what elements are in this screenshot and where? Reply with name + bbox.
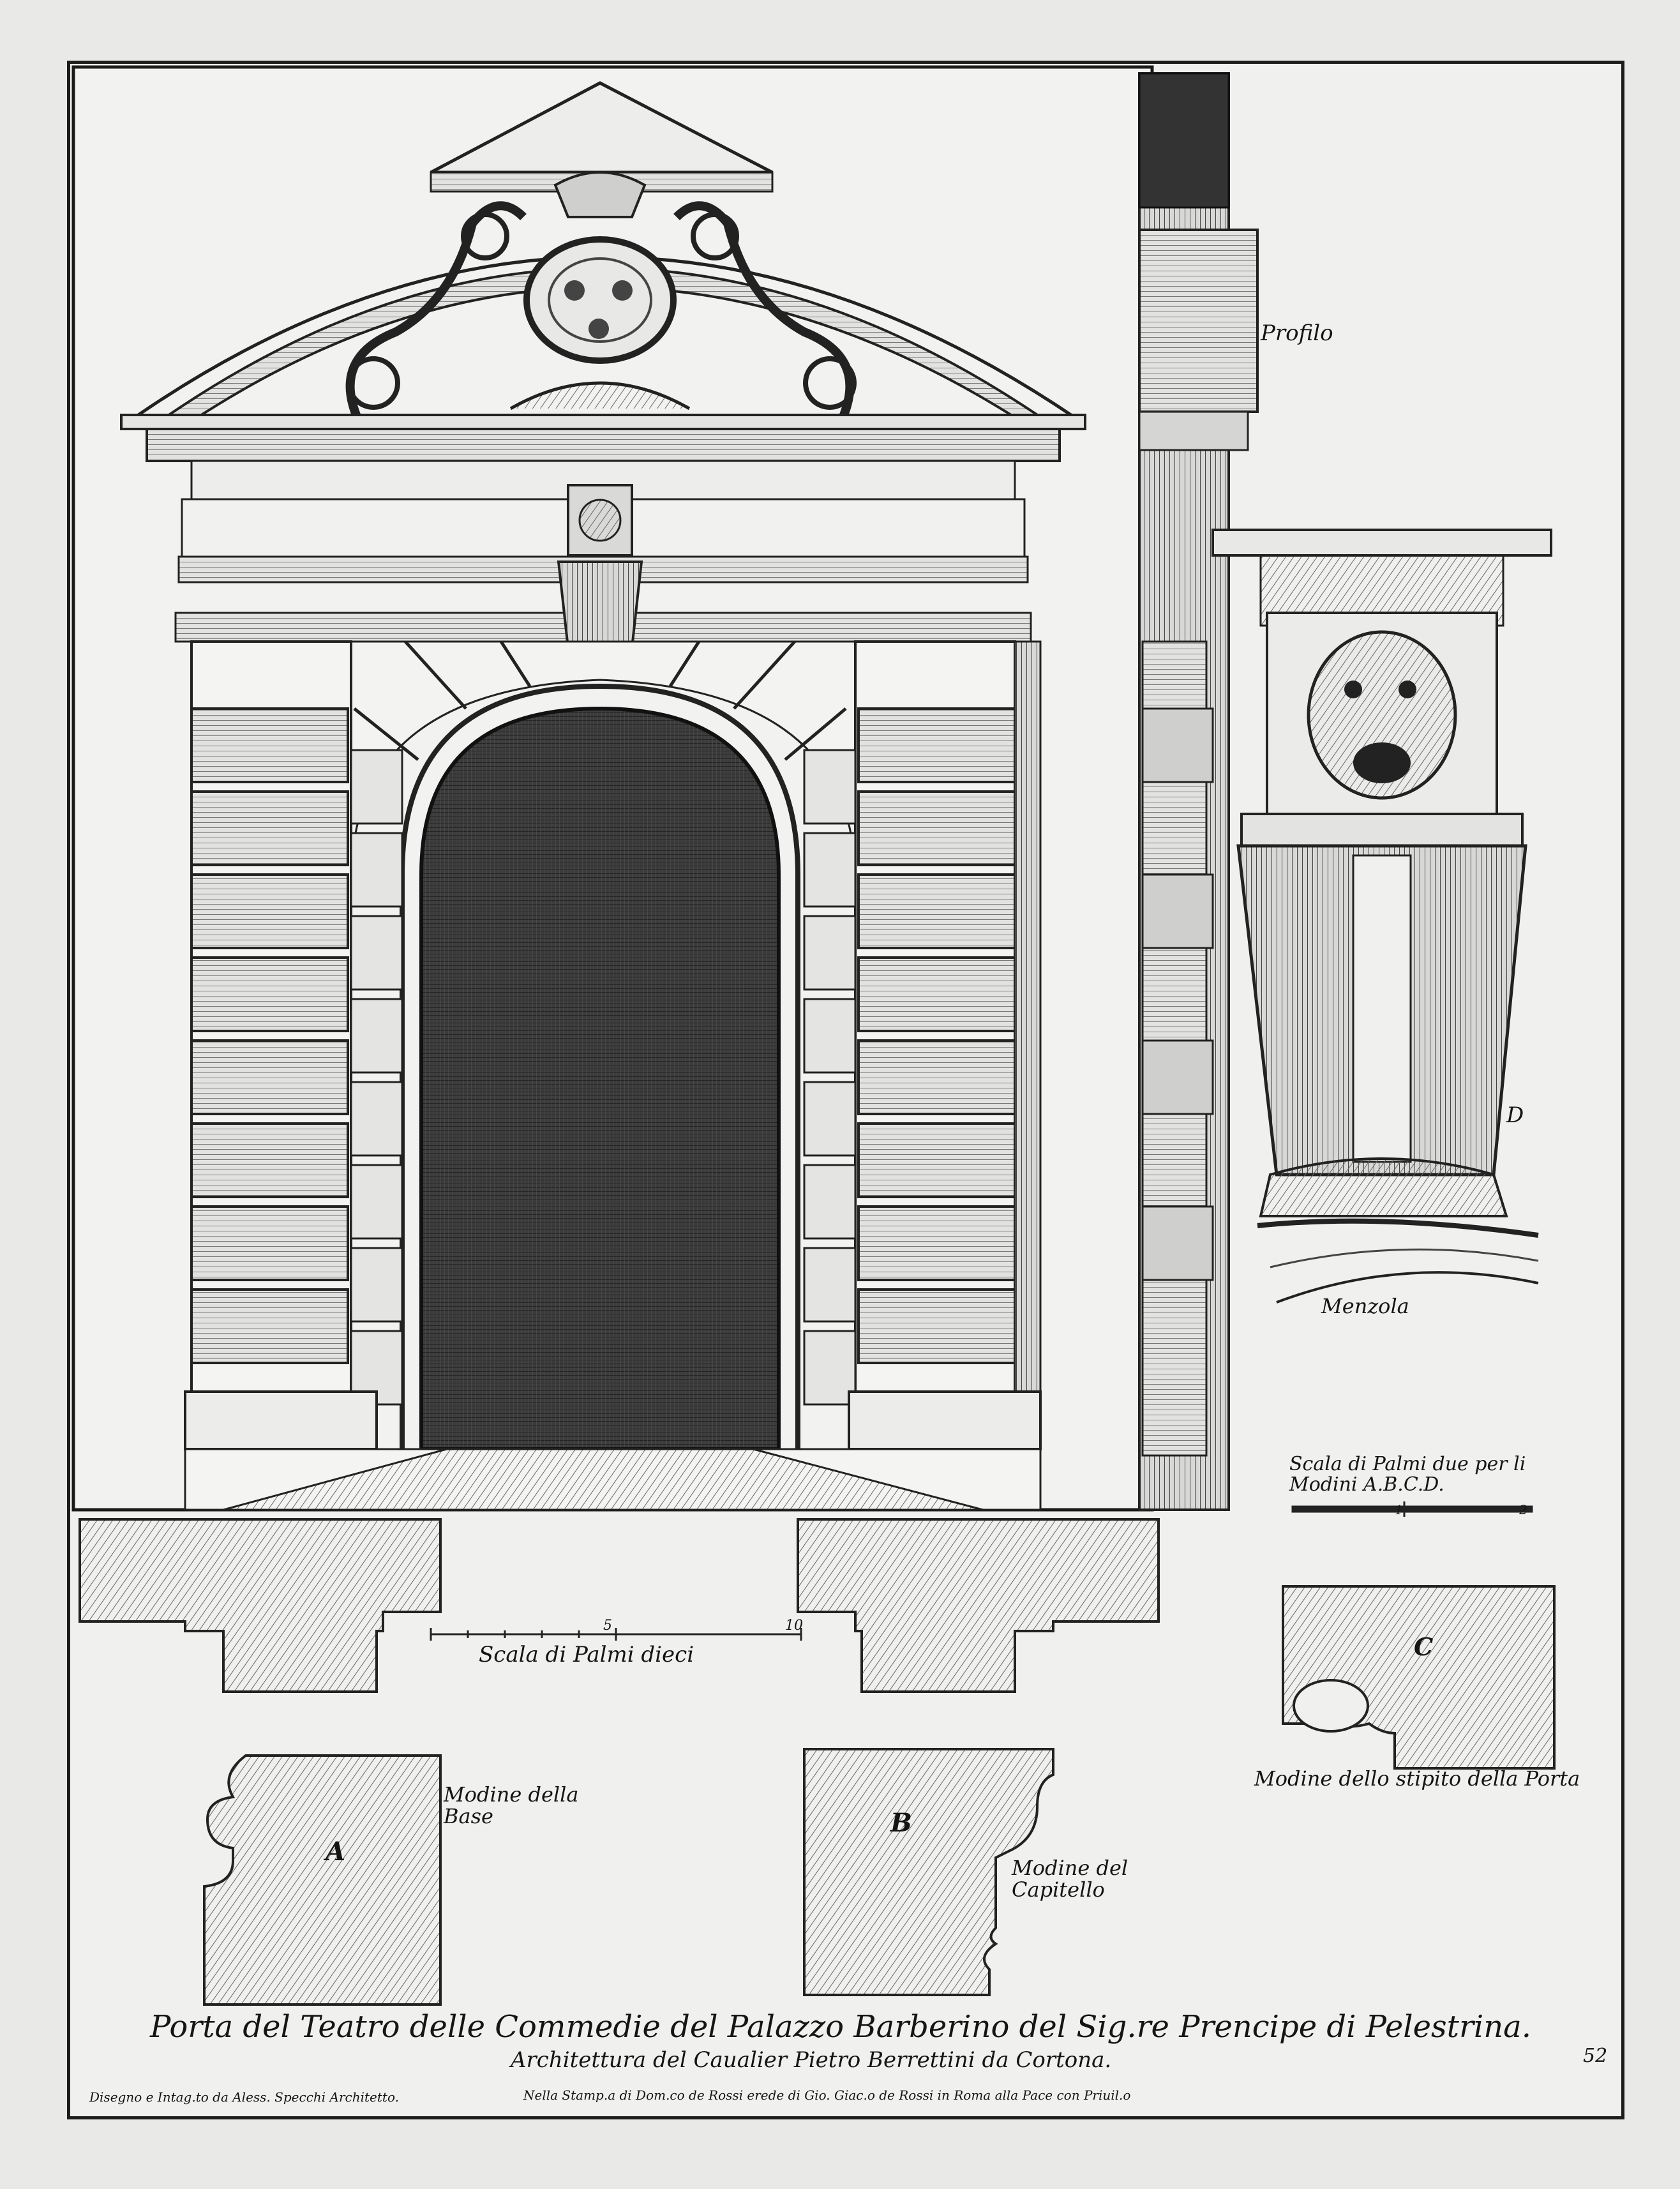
label-profilo: Profilo	[1261, 320, 1333, 346]
label-scala-two: Scala di Palmi due per li Modini A.B.C.D…	[1289, 1454, 1526, 1494]
credit-center: Nella Stamp.a di Dom.co de Rossi erede d…	[523, 2087, 1131, 2103]
side-profile	[1138, 72, 1259, 1511]
scale-ten-tick-5: 5	[603, 1618, 612, 1634]
label-menzola: Menzola	[1321, 1294, 1409, 1318]
door-elevation	[71, 65, 1154, 1512]
molding-b	[803, 1748, 1054, 1996]
scale-bar-ten	[430, 1628, 802, 1641]
label-modine-base-line2: Base	[444, 1803, 493, 1828]
plan-section	[79, 1518, 1160, 1693]
label-scala-ten: Scala di Palmi dieci	[479, 1642, 694, 1667]
rusticated-pier-left	[190, 640, 403, 1406]
label-c: C	[1414, 1632, 1434, 1661]
molding-a	[203, 1754, 442, 2006]
label-modine-base-line1: Modine della	[444, 1782, 579, 1807]
plate-subtitle: Architettura del Caualier Pietro Berrett…	[511, 2047, 1112, 2073]
scale-bar-two	[1291, 1501, 1533, 1517]
rusticated-pier-right	[803, 640, 1042, 1450]
menzola-bracket	[1211, 529, 1552, 1304]
label-b: B	[890, 1808, 912, 1838]
label-modine-base: Modine della Base	[444, 1784, 578, 1827]
molding-c	[1282, 1585, 1556, 1770]
label-modine-capitello-line1: Modine del	[1012, 1856, 1129, 1880]
label-modine-capitello-line2: Capitello	[1012, 1877, 1105, 1902]
scale-two-tick-1: 1	[1395, 1502, 1403, 1517]
label-modine-stipito: Modine dello stipito della Porta	[1254, 1766, 1580, 1791]
label-scala-two-line1: Scala di Palmi due per li	[1289, 1453, 1526, 1475]
label-d: D	[1506, 1102, 1524, 1128]
credit-left: Disegno e Intag.to da Aless. Specchi Arc…	[89, 2089, 399, 2105]
cartouche-ornament	[345, 171, 857, 420]
scale-ten-tick-10: 10	[785, 1618, 803, 1634]
plate-title: Porta del Teatro delle Commedie del Pala…	[150, 2009, 1532, 2045]
page-number: 52	[1583, 2045, 1608, 2067]
label-a: A	[326, 1837, 346, 1867]
label-scala-two-line2: Modini A.B.C.D.	[1289, 1473, 1444, 1496]
label-modine-capitello: Modine del Capitello	[1012, 1856, 1129, 1902]
scale-two-tick-2: 2	[1519, 1502, 1527, 1517]
